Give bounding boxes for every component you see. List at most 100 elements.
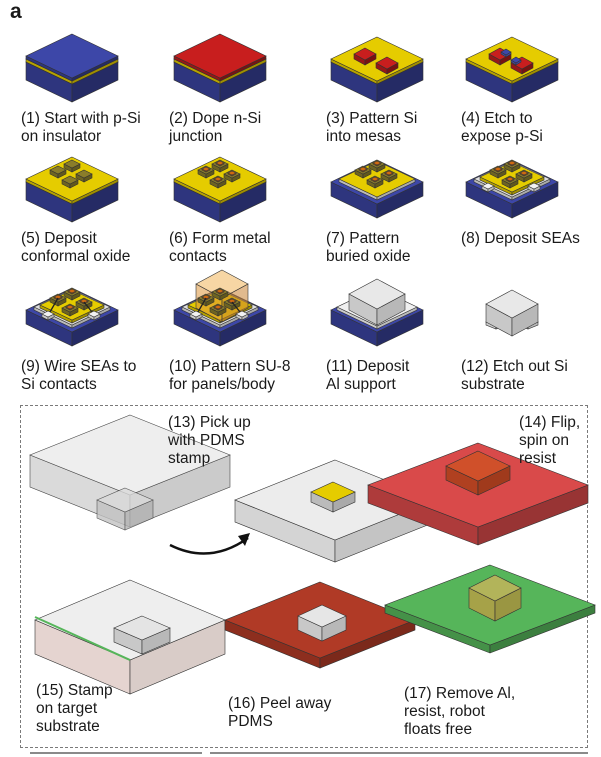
metal-contact: [67, 288, 77, 295]
metal-contact: [201, 294, 211, 301]
metal-contact: [213, 176, 223, 183]
sea-pad: [41, 310, 55, 321]
step-6-illustration: [173, 156, 267, 223]
bottom-rule-right: [210, 752, 588, 754]
contact-pad: [75, 169, 93, 183]
contact-pad: [63, 159, 81, 173]
step-13-label: (13) Pick up with PDMS stamp: [168, 414, 251, 467]
contact-pad: [49, 165, 67, 179]
step-11-illustration: [330, 278, 424, 347]
silicon-layer: [173, 33, 267, 82]
step-10-illustration: [173, 269, 267, 347]
robot-under-pdms: [113, 615, 171, 655]
step-9-illustration: [25, 287, 119, 347]
arrow-head: [238, 533, 250, 546]
contact-pad: [61, 175, 79, 189]
step-6-label: (6) Form metal contacts: [169, 230, 271, 265]
metal-contact: [505, 176, 515, 183]
contact-pad: [197, 293, 215, 307]
metal-contact: [213, 304, 223, 311]
step-11: (11) Deposit Al support: [320, 268, 470, 403]
pdms-on-target: [34, 579, 226, 695]
metal-contact: [372, 160, 382, 167]
silicon-layer: [25, 33, 119, 82]
metal-contact: [507, 160, 517, 167]
step-2-label: (2) Dope n-Si junction: [169, 110, 262, 145]
step-3-label: (3) Pattern Si into mesas: [326, 110, 418, 145]
contact-pad: [489, 165, 507, 179]
step-12-label: (12) Etch out Si substrate: [461, 358, 568, 393]
wire: [197, 297, 207, 313]
step-8-label: (8) Deposit SEAs: [461, 230, 580, 247]
step-10-label: (10) Pattern SU-8 for panels/body: [169, 358, 291, 393]
step-4-illustration: [465, 36, 559, 103]
sea-pad: [527, 182, 541, 193]
metal-contact: [65, 304, 75, 311]
robot-under-stamp: [96, 487, 154, 531]
robot-on-stamp: [310, 481, 356, 513]
contact-pad: [209, 303, 227, 317]
free-robot: [468, 574, 522, 622]
metal-contact: [384, 170, 394, 177]
mesa: [375, 56, 399, 75]
sea-pad: [87, 310, 101, 321]
step-2-illustration: [173, 33, 267, 103]
step-9-label: (9) Wire SEAs to Si contacts: [21, 358, 137, 393]
step-5-label: (5) Deposit conformal oxide: [21, 230, 131, 265]
p-si-window: [510, 56, 522, 66]
al-support: [348, 278, 406, 326]
step-7: (7) Pattern buried oxide: [320, 140, 470, 275]
metal-contact: [215, 160, 225, 167]
step-1: (1) Start with p-Si on insulator: [15, 20, 165, 155]
step-3-illustration: [330, 36, 424, 103]
wire: [49, 297, 59, 313]
step-3: (3) Pattern Si into mesas: [320, 20, 470, 155]
transfer-steps-frame: [20, 405, 588, 748]
step-7-illustration: [330, 159, 424, 219]
mesa: [353, 47, 377, 66]
step-6: (6) Form metal contacts: [163, 140, 313, 275]
step-10: (10) Pattern SU-8 for panels/body: [163, 268, 313, 403]
p-si-window: [500, 48, 512, 58]
metal-contact: [358, 166, 368, 173]
arrow: [169, 536, 249, 555]
oxide-layer: [330, 36, 424, 85]
step-4: (4) Etch to expose p-Si: [455, 20, 601, 155]
step-5-illustration: [25, 156, 119, 223]
metal-contact: [215, 288, 225, 295]
sea-pad: [189, 310, 203, 321]
step-15-label: (15) Stamp on target substrate: [36, 682, 113, 735]
metal-contact: [227, 170, 237, 177]
wire: [231, 301, 241, 313]
step-17-label: (17) Remove Al, resist, robot floats fre…: [404, 685, 516, 738]
wire: [83, 301, 93, 313]
step-5: (5) Deposit conformal oxide: [15, 140, 165, 275]
bottom-rule-left: [30, 752, 202, 754]
sea-pad: [481, 182, 495, 193]
contact-pad: [503, 159, 521, 173]
step-11-label: (11) Deposit Al support: [326, 358, 410, 393]
step-16-label: (16) Peel away PDMS: [228, 695, 332, 730]
contact-pad: [501, 175, 519, 189]
metal-contact: [519, 170, 529, 177]
robot-on-target: [297, 604, 347, 642]
oxide-layer: [465, 36, 559, 85]
metal-contact: [370, 176, 380, 183]
panel-letter: a: [10, 0, 22, 23]
substrate: [465, 159, 559, 219]
step-9: (9) Wire SEAs to Si contacts: [15, 268, 165, 403]
step-14-label: (14) Flip, spin on resist: [519, 414, 581, 467]
step-1-label: (1) Start with p-Si on insulator: [21, 110, 141, 145]
step-12: (12) Etch out Si substrate: [455, 268, 601, 403]
step-12-illustration: [485, 289, 539, 337]
metal-contact: [493, 166, 503, 173]
step-7-label: (7) Pattern buried oxide: [326, 230, 411, 265]
step-8-illustration: [465, 159, 559, 219]
step-4-label: (4) Etch to expose p-Si: [461, 110, 543, 145]
sea-pad: [235, 310, 249, 321]
step-1-illustration: [25, 33, 119, 103]
step-8: (8) Deposit SEAs: [455, 140, 601, 275]
robot-in-resist: [445, 450, 511, 496]
